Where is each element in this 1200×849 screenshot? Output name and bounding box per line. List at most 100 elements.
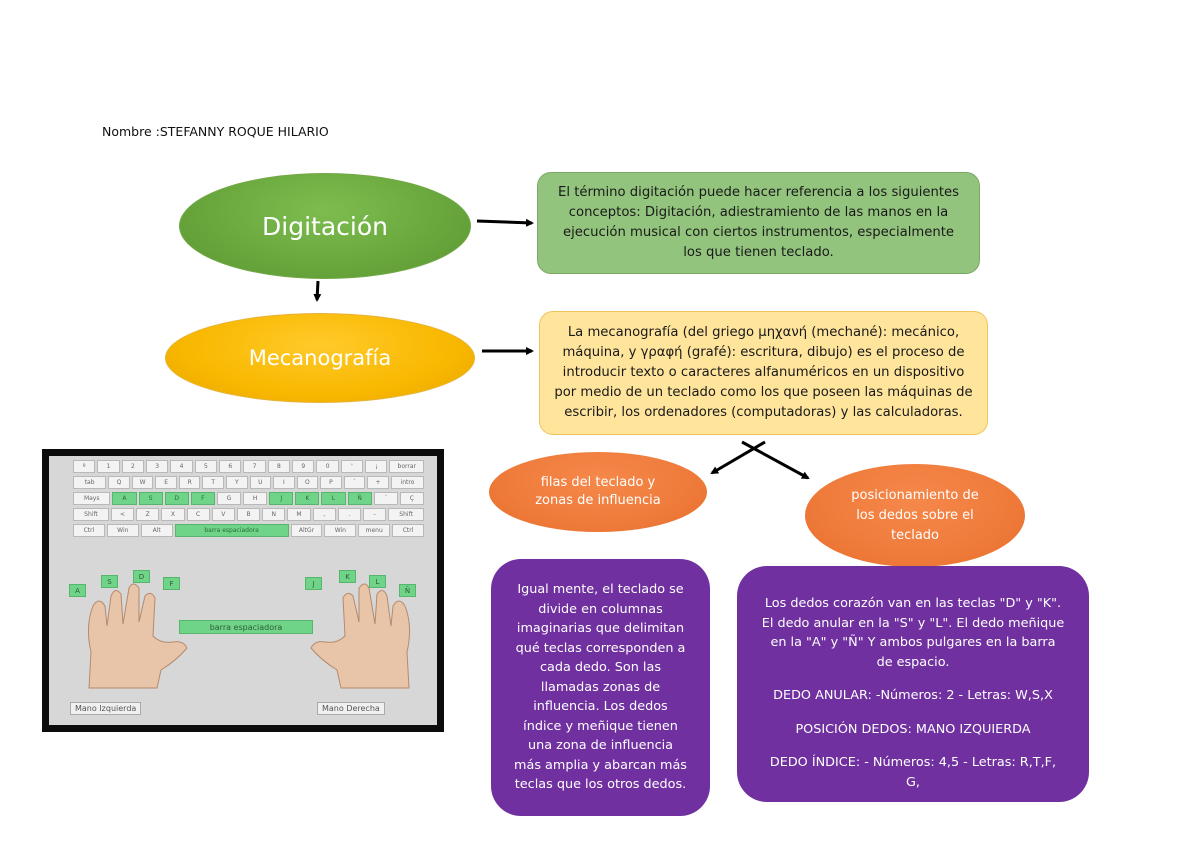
keyboard-key: ' xyxy=(340,460,364,473)
keyboard-key: L xyxy=(321,492,346,505)
keyboard-key: intro xyxy=(390,476,425,489)
keyboard-key: S xyxy=(138,492,163,505)
mecanografia-description: La mecanografía (del griego μηχανή (mech… xyxy=(554,325,973,420)
mecanografia-description-box: La mecanografía (del griego μηχανή (mech… xyxy=(539,311,988,435)
posicionamiento-paragraph: Los dedos corazón van en las teclas "D" … xyxy=(761,596,1065,670)
posicionamiento-paragraph: DEDO ANULAR: -Números: 2 - Letras: W,S,X xyxy=(773,688,1053,703)
keyboard-key: menu xyxy=(358,524,391,537)
posicionamiento-paragraph: POSICIÓN DEDOS: MANO IZQUIERDA xyxy=(795,721,1031,737)
keyboard-key: O xyxy=(296,476,319,489)
student-name: Nombre :STEFANNY ROQUE HILARIO xyxy=(102,124,329,139)
keyboard-key: 1 xyxy=(97,460,120,473)
left-hand-icon xyxy=(87,583,188,689)
finger-key-right: K xyxy=(339,570,356,583)
finger-key-left: F xyxy=(163,577,180,590)
keyboard-key: 3 xyxy=(146,460,169,473)
keyboard-key: P xyxy=(320,476,342,489)
keyboard-key: ´ xyxy=(373,492,398,505)
node-digitacion: Digitación xyxy=(179,173,471,279)
keyboard-key: J xyxy=(269,492,294,505)
digitacion-description-box: El término digitación puede hacer refere… xyxy=(537,172,980,274)
finger-key-left: D xyxy=(133,570,150,583)
keyboard-key: B xyxy=(236,508,261,521)
keyboard-key: + xyxy=(367,476,389,489)
finger-key-right: Ñ xyxy=(399,584,416,597)
keyboard-key: Ctrl xyxy=(73,524,105,537)
keyboard-key: R xyxy=(178,476,201,489)
keyboard-key: 6 xyxy=(219,460,242,473)
keyboard-key: C xyxy=(186,508,210,521)
keyboard-key: N xyxy=(262,508,286,521)
keyboard-key: Ctrl xyxy=(392,524,424,537)
keyboard-key: Win xyxy=(324,524,357,537)
filas-description: Igual mente, el teclado se divide en col… xyxy=(514,582,687,793)
digitacion-description: El término digitación puede hacer refere… xyxy=(558,185,959,260)
keyboard-key: Y xyxy=(226,476,248,489)
keyboard-key: Z xyxy=(136,508,160,521)
posicionamiento-description-box: Los dedos corazón van en las teclas "D" … xyxy=(737,566,1089,802)
keyboard-key: < xyxy=(110,508,135,521)
keyboard-key: Shift xyxy=(73,508,109,521)
keyboard-key: T xyxy=(202,476,224,489)
keyboard-key: Ñ xyxy=(347,492,372,505)
keyboard-key: , xyxy=(312,508,336,521)
keyboard-key: Mays xyxy=(73,492,111,505)
keyboard-key: W xyxy=(131,476,154,489)
keyboard-key: 9 xyxy=(292,460,315,473)
keyboard-key: V xyxy=(211,508,235,521)
arrow-digitacion-to-mecanografia xyxy=(313,280,322,302)
node-posicionamiento-dedos: posicionamiento de los dedos sobre el te… xyxy=(805,464,1025,567)
keyboard-key: D xyxy=(164,492,189,505)
keyboard-key: G xyxy=(216,492,242,505)
keyboard-key: Q xyxy=(108,476,130,489)
arrow-digitacion-to-description xyxy=(476,218,534,227)
keyboard-key: U xyxy=(249,476,272,489)
finger-key-right: J xyxy=(305,577,322,590)
keyboard-key: 0 xyxy=(316,460,339,473)
keyboard-key: º xyxy=(73,460,96,473)
keyboard-key: 8 xyxy=(267,460,291,473)
keyboard-key: 2 xyxy=(121,460,145,473)
keyboard-key: F xyxy=(190,492,215,505)
keyboard-key: A xyxy=(112,492,137,505)
keyboard-key: 7 xyxy=(243,460,266,473)
finger-key-right: L xyxy=(369,575,386,588)
right-hand-label: Mano Derecha xyxy=(317,702,385,715)
keyboard-key: Ç xyxy=(399,492,424,505)
keyboard-key: borrar xyxy=(389,460,425,473)
keyboard-key: H xyxy=(243,492,268,505)
keyboard-key: - xyxy=(362,508,387,521)
keyboard-key: Shift xyxy=(388,508,425,521)
keyboard-key: Win xyxy=(106,524,139,537)
arrow-to-filas xyxy=(710,440,766,475)
keyboard-key: ¡ xyxy=(365,460,388,473)
keyboard-key: K xyxy=(295,492,320,505)
filas-description-box: Igual mente, el teclado se divide en col… xyxy=(491,559,710,816)
spacebar-key-large: barra espaciadora xyxy=(179,620,313,634)
posicionamiento-paragraph: DEDO ÍNDICE: - Números: 4,5 - Letras: R,… xyxy=(769,755,1057,790)
hands-drawing xyxy=(87,583,411,689)
keyboard-key: ` xyxy=(343,476,366,489)
keyboard-key: barra espaciadora xyxy=(174,524,289,537)
keyboard-key: M xyxy=(287,508,311,521)
keyboard-key: 5 xyxy=(194,460,218,473)
keyboard-key: 4 xyxy=(170,460,193,473)
keyboard-key: E xyxy=(155,476,177,489)
right-hand-icon xyxy=(310,583,411,689)
keyboard-key: X xyxy=(161,508,185,521)
left-hand-label: Mano Izquierda xyxy=(70,702,142,715)
node-mecanografia: Mecanografía xyxy=(165,313,475,403)
keyboard-key: Alt xyxy=(140,524,173,537)
finger-key-left: S xyxy=(101,575,118,588)
keyboard-key: . xyxy=(337,508,361,521)
keyboard-key: tab xyxy=(73,476,107,489)
